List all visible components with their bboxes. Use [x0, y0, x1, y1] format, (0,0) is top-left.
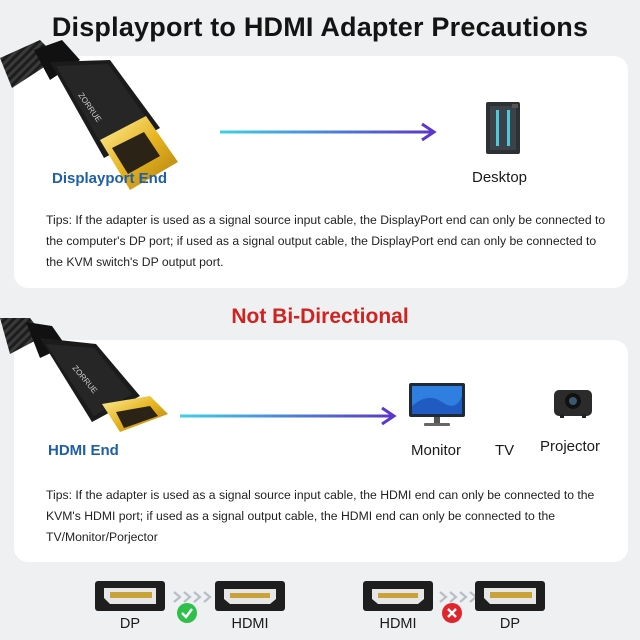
- displayport-end-label: Displayport End: [52, 170, 168, 187]
- desktop-label: Desktop: [472, 169, 528, 186]
- displayport-direction-arrow: [220, 122, 437, 142]
- invalid-to-label: DP: [499, 616, 521, 632]
- desktop-tower-icon: [486, 102, 520, 154]
- invalid-from-label: HDMI: [379, 616, 417, 632]
- valid-to-label: HDMI: [231, 616, 269, 632]
- hdmi-port-icon: [215, 581, 285, 611]
- dp-port-icon: [475, 581, 545, 611]
- monitor-icon: [409, 383, 465, 426]
- cross-icon: [442, 603, 462, 623]
- projector-icon: [554, 390, 592, 418]
- page-title: Displayport to HDMI Adapter Precautions: [51, 12, 589, 42]
- tv-label: TV: [495, 442, 515, 459]
- displayport-tips: Tips: If the adapter is used as a signal…: [46, 213, 606, 269]
- not-bidirectional-heading: Not Bi-Directional: [231, 305, 409, 328]
- hdmi-port-icon: [363, 581, 433, 611]
- projector-label: Projector: [540, 438, 601, 455]
- hdmi-cable-image: ZORRUE: [0, 318, 168, 432]
- chevrons-icon: [173, 591, 212, 603]
- valid-from-label: DP: [119, 616, 141, 632]
- hdmi-direction-arrow: [180, 406, 397, 426]
- displayport-cable-image: ZORRUE: [0, 40, 178, 190]
- monitor-label: Monitor: [411, 442, 462, 459]
- dp-port-icon: [95, 581, 165, 611]
- hdmi-tips: Tips: If the adapter is used as a signal…: [46, 488, 595, 544]
- hdmi-end-label: HDMI End: [48, 442, 119, 459]
- check-icon: [177, 603, 197, 623]
